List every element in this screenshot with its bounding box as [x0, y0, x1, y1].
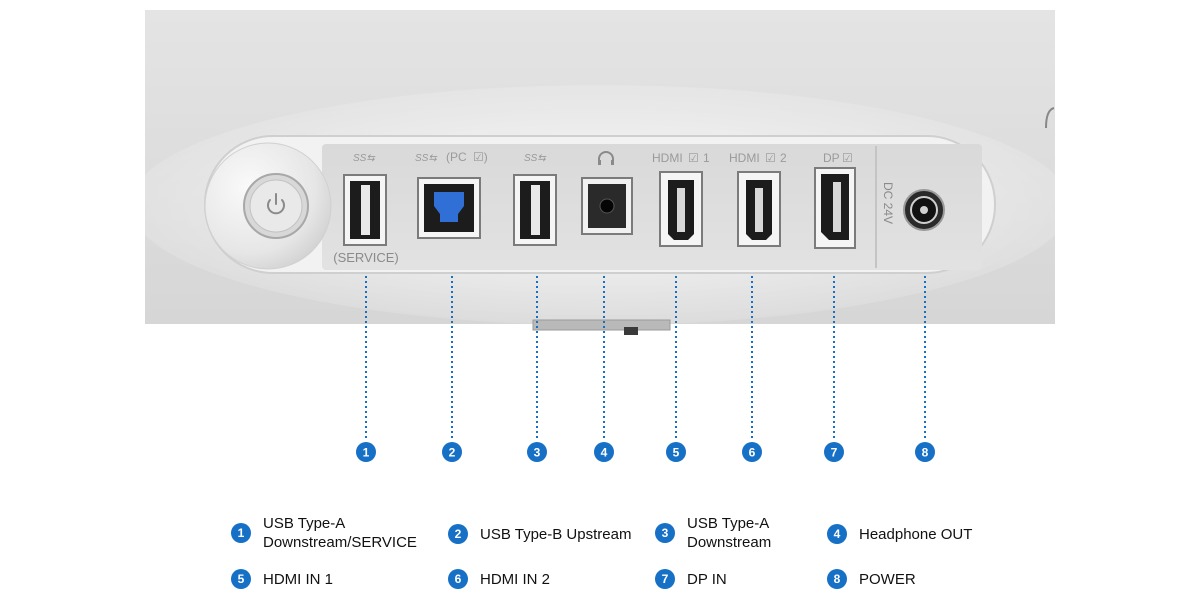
usb-a-port-2: SS⇆	[513, 153, 557, 246]
svg-text:☑: ☑	[688, 151, 699, 165]
usb-ss-icon: SS⇆	[353, 153, 376, 164]
hdmi1-num: 1	[703, 151, 710, 165]
svg-text:1: 1	[363, 446, 370, 460]
callout-8: 8	[915, 442, 935, 462]
dp-port: DP ☑	[814, 151, 856, 249]
callout-1: 1	[356, 442, 376, 462]
callout-4: 4	[594, 442, 614, 462]
svg-text:☑: ☑	[765, 151, 776, 165]
callout-3: 3	[527, 442, 547, 462]
hdmi1-label: HDMI	[652, 151, 683, 165]
dp-label: DP	[823, 151, 840, 165]
dc-label: DC 24V	[881, 182, 895, 224]
svg-text:6: 6	[749, 446, 756, 460]
usb-ss-icon: SS⇆	[415, 153, 438, 164]
svg-text:3: 3	[534, 446, 541, 460]
usb1-service-label: (SERVICE)	[333, 250, 399, 265]
callout-7: 7	[824, 442, 844, 462]
monitor-edge-detail	[1045, 107, 1055, 129]
usb-b-label-close: ☑)	[473, 150, 488, 164]
headphone-port	[581, 151, 633, 235]
svg-text:☑: ☑	[842, 151, 853, 165]
usb-b-port: SS⇆ (PC ☑)	[415, 150, 488, 239]
power-icon	[267, 193, 285, 215]
leader-lines	[365, 276, 926, 440]
svg-text:2: 2	[449, 446, 456, 460]
usb-b-label: (PC	[446, 150, 467, 164]
stand-bracket	[532, 319, 671, 331]
svg-text:4: 4	[601, 446, 608, 460]
callout-2: 2	[442, 442, 462, 462]
usb-ss-icon: SS⇆	[524, 153, 547, 164]
callout-6: 6	[742, 442, 762, 462]
stand-notch	[624, 327, 638, 335]
svg-text:8: 8	[922, 446, 929, 460]
hdmi2-num: 2	[780, 151, 787, 165]
hdmi-port-2: HDMI ☑ 2	[729, 151, 787, 247]
headphone-icon	[598, 151, 614, 163]
usb-a-port-1: SS⇆ (SERVICE)	[333, 153, 399, 265]
hdmi-port-1: HDMI ☑ 1	[652, 151, 710, 247]
hdmi2-label: HDMI	[729, 151, 760, 165]
svg-text:7: 7	[831, 446, 838, 460]
callout-5: 5	[666, 442, 686, 462]
dc-power-port: DC 24V	[881, 182, 945, 231]
svg-text:5: 5	[673, 446, 680, 460]
